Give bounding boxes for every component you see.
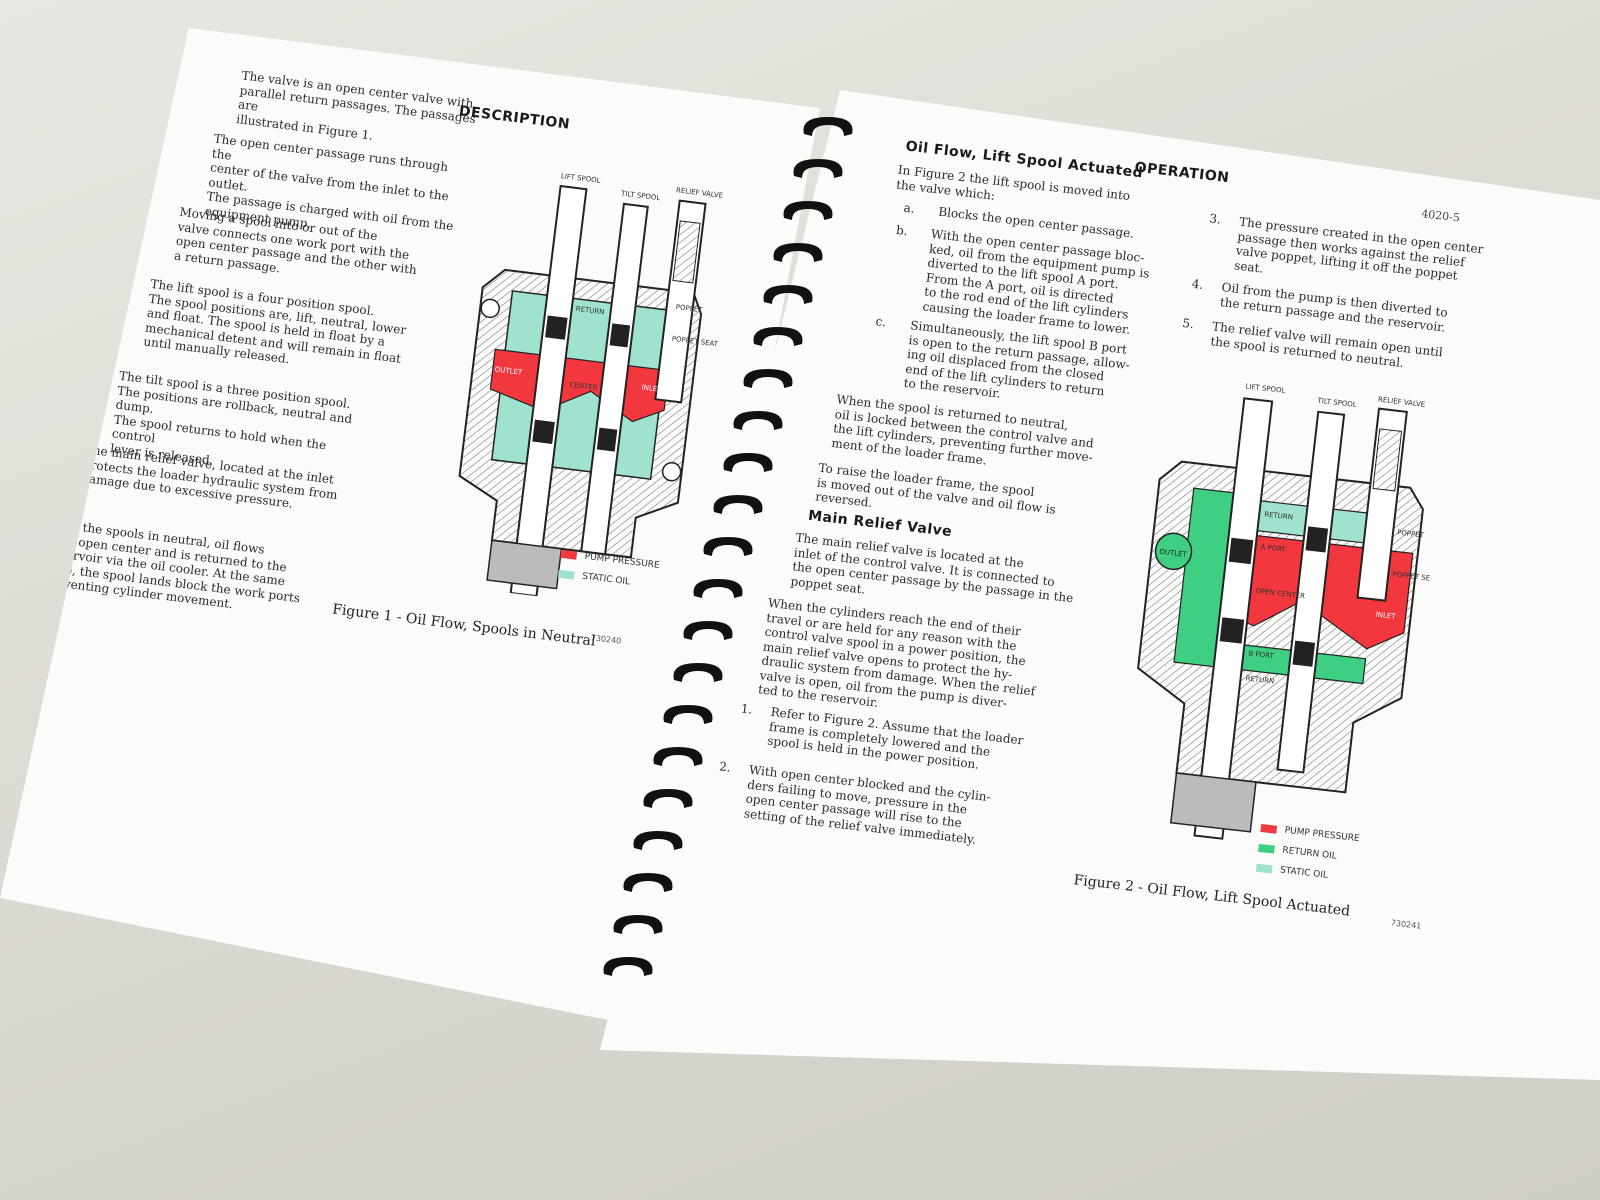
binding-coil [643,789,693,808]
fig2-label-relief-valve: RELIEF VALVE [1378,396,1426,409]
binding-coil [683,621,733,640]
binding-coil [743,369,793,388]
paragraph-4: The lift spool is a four position spool.… [142,276,407,367]
binding-coil [703,537,753,556]
return-oil-swatch [1258,843,1275,854]
binding-coil [783,201,833,220]
binding-coil [803,117,853,136]
binding-coil [603,957,653,976]
binding-coil [673,663,723,682]
static-oil-swatch [557,569,575,580]
static-oil-swatch [1255,863,1273,874]
fig2-label-lift-spool: LIFT SPOOL [1245,382,1286,394]
fig1-label-return: RETURN [575,305,605,316]
binding-coil [693,579,743,598]
fig2-legend-static-oil: STATIC OIL [1255,863,1328,881]
fig1-label-center: CENTER [569,381,598,392]
fig2-label-a-port: A PORT [1260,543,1287,554]
binding-coil [633,831,683,850]
binding-coil [733,411,783,430]
figure-2-diagram: LIFT SPOOL TILT SPOOL RELIEF VALVE RETUR… [1137,382,1440,840]
fig2-label-outlet: OUTLET [1159,548,1188,559]
fig2-label-poppet: POPPET [1397,529,1425,540]
binding-coil [763,285,813,304]
fig2-number: 730241 [1390,918,1422,931]
binding-coil [663,705,713,724]
item-c-label: c. [874,314,887,330]
pump-pressure-swatch [1260,823,1278,834]
item-a-label: a. [902,200,916,216]
fig2-label-b-port: B PORT [1248,649,1275,660]
fig2-label-tilt-spool: TILT SPOOL [1316,397,1357,410]
item-5-label: 5. [1181,315,1195,332]
right-page-number: 4020-5 [1420,207,1461,225]
fig2-label-return-bottom: RETURN [1245,674,1275,685]
binding-coil [613,915,663,934]
item-4-label: 4. [1191,276,1205,292]
fig2-caption: Figure 2 - Oil Flow, Lift Spool Actuated [1072,872,1351,920]
paragraph-7: With the spools in neutral, oil flows th… [42,516,301,612]
fig2-label-return-top: RETURN [1264,510,1294,521]
fig1-label-inlet: INLET [641,383,662,393]
binding-coil [793,159,843,178]
fig1-label-poppet: POPPET [675,303,703,314]
binding-coil [753,327,803,346]
figure-1-diagram: LIFT SPOOL TILT SPOOL RELIEF VALVE RETUR… [458,172,724,598]
operation-heading: OPERATION [1133,159,1231,187]
binding-coil [713,495,763,514]
binding-coil [723,453,773,472]
binding-coil [623,873,673,892]
item-3-label: 3. [1208,211,1222,227]
item-b-label: b. [895,222,909,239]
binding-coil [773,243,823,262]
pump-pressure-swatch [560,549,578,560]
spiral-binding [603,117,853,976]
fig1-caption: Figure 1 - Oil Flow, Spools in Neutral [331,601,597,650]
fig1-label-outlet: OUTLET [494,365,523,376]
fig2-label-inlet: INLET [1375,611,1396,621]
binding-coil [653,747,703,766]
